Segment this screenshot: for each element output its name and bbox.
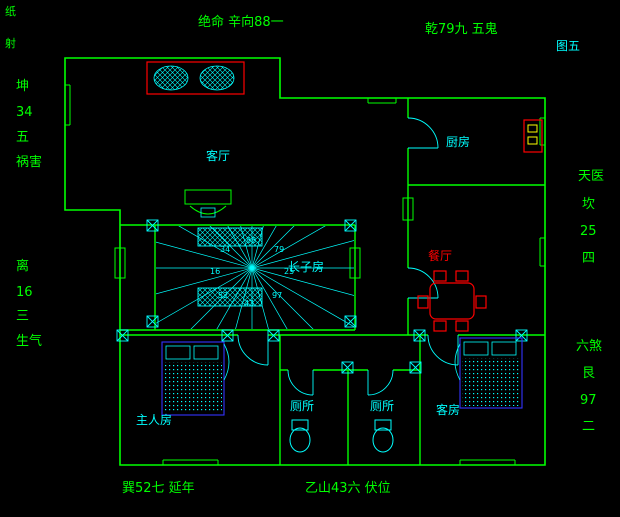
annotation-west-1: 坤 xyxy=(16,79,29,94)
dining-door-arc xyxy=(407,267,439,299)
kitchen-door-arc xyxy=(407,117,439,149)
compass-number: 43 xyxy=(244,299,254,308)
kitchen-appliance xyxy=(523,119,543,153)
annotation-east-lower-3: 97 xyxy=(580,393,597,408)
annotation-east-1: 天医 xyxy=(578,169,604,184)
sofa xyxy=(146,61,245,95)
outer-walls xyxy=(64,57,546,466)
dining-chair xyxy=(455,270,469,282)
annotation-west-4: 祸害 xyxy=(16,154,42,170)
figure-label: 图五 xyxy=(556,39,580,53)
stair-flight-upper xyxy=(197,227,263,247)
master-door-arc xyxy=(237,334,269,366)
annotation-east-2: 坎 xyxy=(582,197,595,212)
pillow xyxy=(463,341,489,356)
room-labels: 客厅 厨房 餐厅 长子房 主人房 厕所 厕所 客房 xyxy=(136,134,470,427)
compass-number: 88 xyxy=(246,236,256,245)
annotation-bottom-left: 巽52七 延年 xyxy=(122,481,195,496)
dining-chair xyxy=(475,295,487,309)
tv-cabinet xyxy=(184,189,232,218)
dining-chair xyxy=(433,270,447,282)
door-arcs xyxy=(237,117,459,396)
annotation-west-2: 34 xyxy=(16,105,33,120)
toilet-fixture-right xyxy=(372,419,394,453)
annotation-west-lower-2: 16 xyxy=(16,285,33,300)
column-markers xyxy=(116,219,528,374)
compass-number: 79 xyxy=(274,245,284,254)
toilet-left-door-arc xyxy=(287,369,314,396)
dining-chair xyxy=(433,320,447,332)
guest-bed xyxy=(454,337,523,409)
stair-compass: 88 79 25 97 43 52 16 34 xyxy=(156,226,354,329)
annotation-corner-1: 纸 xyxy=(5,5,16,18)
room-label-master: 主人房 xyxy=(136,412,172,427)
pillow xyxy=(165,345,191,360)
guest-door-arc xyxy=(427,334,459,366)
annotation-top-right: 乾79九 五鬼 xyxy=(425,21,498,37)
compass-number: 16 xyxy=(210,267,220,276)
dining-chair xyxy=(455,320,469,332)
toilet-right-door-arc xyxy=(367,369,394,396)
annotation-west-3: 五 xyxy=(16,130,29,145)
annotation-west-lower-1: 离 xyxy=(16,258,29,274)
annotation-corner-2: 射 xyxy=(5,36,16,50)
dining-table xyxy=(429,282,475,320)
annotation-east-4: 四 xyxy=(582,251,595,266)
room-label-dining: 餐厅 xyxy=(428,248,452,263)
fengshui-annotations: 纸 射 绝命 辛向88一 乾79九 五鬼 图五 坤 34 五 祸害 天医 坎 2… xyxy=(5,5,604,496)
window-symbols xyxy=(65,84,545,465)
room-label-eldest-son: 长子房 xyxy=(288,259,324,274)
toilet-fixtures xyxy=(289,419,394,453)
annotation-east-lower-4: 二 xyxy=(582,419,595,434)
annotation-west-lower-3: 三 xyxy=(16,309,29,324)
room-label-toilet-left: 厕所 xyxy=(290,399,314,413)
annotation-east-3: 25 xyxy=(580,224,597,239)
annotation-east-lower-2: 艮 xyxy=(582,366,595,381)
master-bed xyxy=(161,341,230,416)
pillow xyxy=(491,341,517,356)
annotation-bottom-center: 乙山43六 伏位 xyxy=(305,481,391,496)
stair-flight-lower xyxy=(197,287,263,307)
compass-center xyxy=(250,266,254,270)
annotation-west-lower-4: 生气 xyxy=(16,333,42,349)
dining-chair xyxy=(417,295,429,309)
compass-number: 97 xyxy=(272,291,282,300)
room-label-toilet-right: 厕所 xyxy=(370,399,394,413)
room-label-kitchen: 厨房 xyxy=(446,134,470,149)
dining-table-set xyxy=(417,270,487,332)
compass-number: 25 xyxy=(284,267,294,276)
pillow xyxy=(193,345,219,360)
room-label-living: 客厅 xyxy=(206,148,230,163)
annotation-east-lower-1: 六煞 xyxy=(576,339,602,354)
interior-walls xyxy=(120,98,545,465)
room-label-guest: 客房 xyxy=(436,402,460,417)
annotation-top-center: 绝命 辛向88一 xyxy=(198,14,284,30)
compass-number: 52 xyxy=(218,291,228,300)
compass-number: 34 xyxy=(220,245,230,254)
toilet-fixture-left xyxy=(289,419,311,453)
